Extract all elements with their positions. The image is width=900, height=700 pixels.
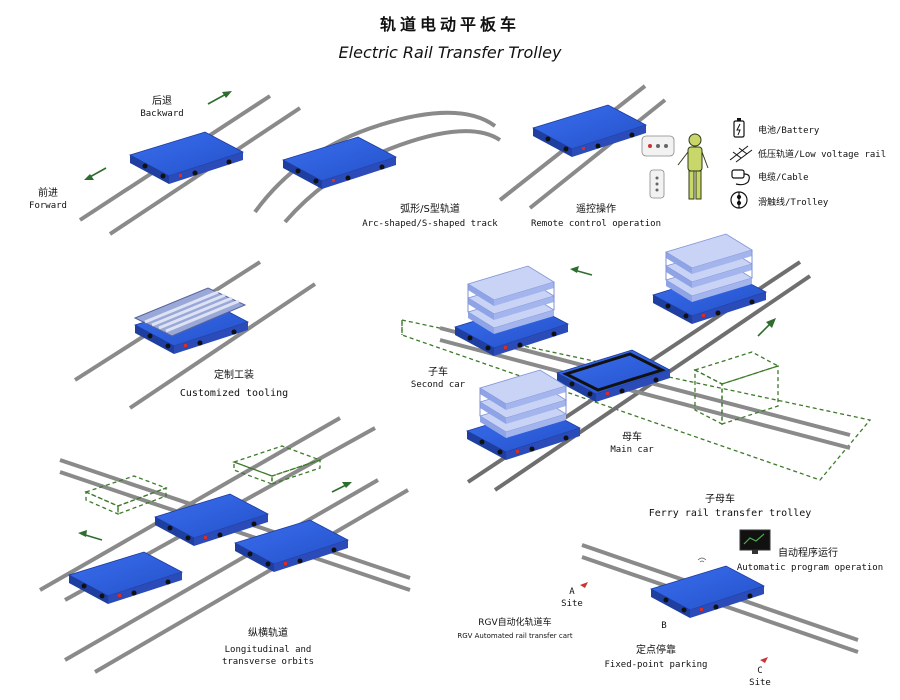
arrow-ferry-up-icon [757, 318, 776, 337]
legend-battery-label: 电池/Battery [758, 124, 820, 136]
label-customized-cn: 定制工装 [214, 368, 254, 381]
panel-customized-tooling: 定制工装 Customized tooling [73, 260, 317, 410]
site-a-label: Site [561, 599, 583, 609]
legend-rail-label: 低压轨道/Low voltage rail [758, 148, 886, 160]
title-cn: 轨道电动平板车 [380, 15, 520, 34]
arrow-forward-icon [84, 167, 107, 180]
label-ferry-en: Ferry rail transfer trolley [649, 508, 812, 519]
label-second-car-en: Second car [411, 380, 466, 390]
label-ferry-cn: 子母车 [705, 492, 735, 505]
arrow-ferry-left-icon [570, 266, 593, 276]
label-auto-program-cn: 自动程序运行 [778, 546, 838, 559]
label-auto-program-en: Automatic program operation [737, 563, 883, 573]
panel-straight-track: 后退 Backward 前进 Forward [29, 91, 302, 236]
label-longitudinal-en-2: transverse orbits [222, 657, 314, 667]
label-remote-en: Remote control operation [531, 219, 661, 229]
second-car-left [454, 265, 569, 357]
operator-figure-icon [677, 133, 709, 200]
label-second-car-cn: 子车 [428, 365, 448, 378]
label-backward-cn: 后退 [152, 95, 172, 107]
rail-icon [729, 145, 753, 163]
dashed-slot-left [84, 475, 168, 515]
site-a-letter: A [569, 587, 575, 597]
label-backward-en: Backward [140, 109, 183, 119]
panel-arc-track: 弧形/S型轨道 Arc-shaped/S-shaped track [253, 110, 502, 229]
label-customized-en: Customized tooling [180, 388, 288, 399]
handheld-remote-icon [649, 169, 665, 199]
power-legend: 电池/Battery 低压轨道/Low voltage rail 电缆/Cabl… [729, 118, 886, 209]
trolley-cross-left [68, 551, 183, 605]
monitor-icon [739, 529, 771, 554]
wireless-signal-icon [697, 557, 707, 563]
arrow-cross-right-icon [331, 482, 352, 493]
ferry-dashed-target [693, 351, 780, 426]
site-c-letter: C [757, 666, 762, 676]
label-longitudinal-cn: 纵横轨道 [248, 626, 288, 639]
label-rgv-cn: RGV自动化轨道车 [478, 616, 551, 628]
title-en: Electric Rail Transfer Trolley [339, 43, 562, 62]
panel-remote-control: 遥控操作 Remote control operation [498, 84, 709, 229]
label-main-car-cn: 母车 [622, 430, 642, 443]
trolley-icon [730, 191, 748, 209]
label-forward-en: Forward [29, 201, 67, 211]
label-rgv-en: RGV Automated rail transfer cart [457, 632, 573, 640]
site-a-flag-icon [580, 582, 588, 588]
second-car-front [466, 369, 581, 461]
cable-icon [731, 169, 750, 186]
arc-rail-inner [283, 129, 502, 224]
arrow-cross-left-icon [78, 530, 103, 541]
dashed-slot-right [232, 445, 322, 485]
site-c-label: Site [749, 678, 771, 688]
second-car-right [652, 233, 767, 325]
label-fixed-point-cn: 定点停靠 [636, 643, 676, 656]
label-longitudinal-en-1: Longitudinal and [225, 645, 312, 655]
trolley-arc [282, 136, 397, 190]
legend-trolley-label: 滑触线/Trolley [758, 196, 829, 208]
remote-controller-icon [641, 135, 675, 157]
battery-icon [733, 118, 745, 138]
panel-rgv-fixed-point: 自动程序运行 Automatic program operation A Sit… [457, 529, 883, 688]
roller-tooling-icon [133, 287, 247, 337]
panel-longitudinal-transverse: 纵横轨道 Longitudinal and transverse orbits [39, 416, 411, 674]
label-arc-en: Arc-shaped/S-shaped track [362, 219, 498, 229]
site-c-flag-icon [760, 657, 768, 663]
label-forward-cn: 前进 [38, 186, 58, 199]
label-fixed-point-en: Fixed-point parking [605, 660, 708, 670]
panel-ferry-trolley: 子车 Second car 母车 Main car 子母车 Ferry rail… [401, 233, 872, 519]
site-b-letter: B [661, 621, 666, 631]
arc-rail-outer [253, 110, 497, 214]
label-arc-cn: 弧形/S型轨道 [400, 202, 460, 215]
label-main-car-en: Main car [610, 445, 654, 455]
label-remote-cn: 遥控操作 [576, 202, 616, 215]
arrow-backward-icon [207, 91, 232, 105]
trolley-remote [532, 104, 647, 158]
legend-cable-label: 电缆/Cable [758, 171, 809, 183]
